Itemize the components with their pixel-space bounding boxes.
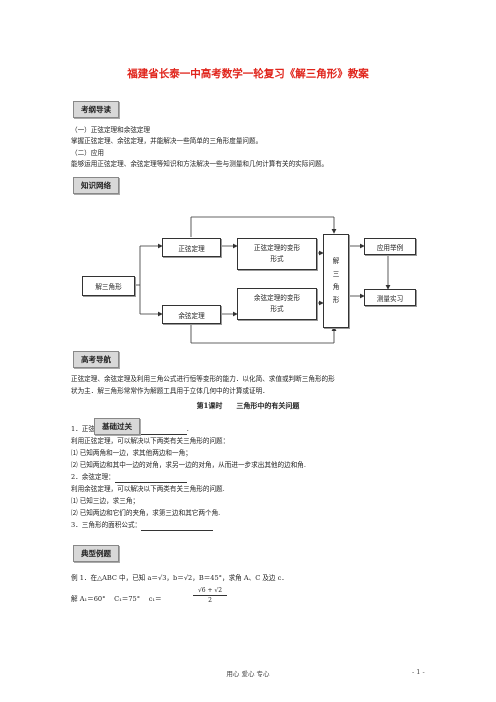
footer-center: 用心 爱心 专心 (226, 670, 270, 678)
example-b-value: √2 (183, 574, 193, 582)
section-header-dianxing: 典型例题 (73, 545, 119, 562)
answer-fraction: √6 + √2 2 (193, 586, 227, 605)
vertical-char-san: 三 (332, 270, 340, 278)
page-title: 福建省长泰一中高考数学一轮复习《解三角形》教案 (127, 68, 369, 80)
vertical-char-xing: 形 (332, 296, 340, 304)
section-header-jichu: 基础过关 (94, 418, 140, 435)
box-yuxian-bianxing: 余弦定理的变形 形式 (237, 288, 317, 320)
example-mid: ，b＝ (166, 574, 184, 582)
example-prefix: 例 1．在△ABC 中，已知 a＝ (71, 574, 159, 582)
kaogang-line-4: 能够运用正弦定理、余弦定理等知识和方法解决一些与测量和几何计算有关的实际问题。 (71, 160, 329, 168)
page-number: - 1 - (412, 668, 425, 676)
fraction-numerator: √6 + √2 (193, 586, 227, 596)
jichu-line-6: 利用余弦定理，可以解决以下两类有关三角形的问题. (71, 485, 225, 493)
example-a-value: √3 (158, 574, 167, 582)
jichu-line-1: 1．正弦定理：. (71, 424, 189, 435)
jichu-l9-text: 3．三角形的面积公式： (71, 521, 142, 529)
zhengxian-bianxing-line2: 形式 (270, 255, 284, 263)
fraction-denominator: 2 (208, 597, 212, 604)
jichu-line-3: ⑴ 已知两角和一边，求其他两边和一角； (71, 449, 192, 457)
kaogang-line-1: （一）正弦定理和余弦定理 (71, 126, 151, 134)
jichu-l1-end: . (186, 425, 189, 433)
kaogang-line-2: 掌握正弦定理、余弦定理，并能解决一些简单的三角形度量问题。 (71, 137, 263, 145)
section-header-kaogang: 考纲导读 (73, 101, 119, 118)
section-header-gaokao: 高考导航 (73, 351, 119, 368)
jichu-line-8: ⑵ 已知两边和它们的夹角，求第三边和其它两个角. (71, 509, 221, 517)
lesson-title: 第1课时 三角形中的有关问题 (196, 401, 300, 410)
box-yingyong: 应用举例 (364, 238, 416, 255)
box-yuxian: 余弦定理 (162, 305, 221, 324)
example-1: 例 1．在△ABC 中，已知 a＝√3，b＝√2，B＝45°，求角 A、C 及边… (71, 573, 288, 584)
gaokao-line-2: 状为主．解三角形常常作为解题工具用于立体几何中的计算或证明． (71, 387, 269, 395)
jichu-line-7: ⑴ 已知三边，求三角； (71, 497, 140, 505)
zhengxian-bianxing-line1: 正弦定理的变形 (253, 244, 301, 252)
gaokao-line-1: 正弦定理、余弦定理及利用三角公式进行恒等变形的能力．以化简、求值或判断三角形的形 (71, 375, 335, 383)
box-celiang: 测量实习 (364, 289, 416, 306)
jichu-l5-text: 2．余弦定理： (71, 473, 115, 481)
example-answer-prefix: 解 A₁＝60° C₁＝75° c₁＝ (71, 595, 162, 603)
example-suffix: ，B＝45°，求角 A、C 及边 c． (192, 574, 288, 582)
box-jiesanjiaoxing: 解三角形 (82, 276, 135, 296)
jichu-line-9: 3．三角形的面积公式： (71, 520, 214, 531)
blank-line-3 (141, 522, 214, 531)
blank-line-1 (114, 426, 187, 435)
kaogang-line-3: （二）应用 (71, 149, 104, 157)
blank-line-2 (114, 474, 187, 483)
box-jie-san-jiao-xing-vertical: 解 三 角 形 (323, 234, 349, 328)
jichu-line-2: 利用正弦定理，可以解决以下两类有关三角形的问题： (71, 437, 230, 445)
yuxian-bianxing-line2: 形式 (270, 305, 284, 313)
box-zhengxian-bianxing: 正弦定理的变形 形式 (237, 238, 317, 270)
section-header-zhishi: 知识网络 (73, 177, 119, 194)
vertical-char-jiao: 角 (332, 283, 340, 291)
jichu-line-4: ⑵ 已知两边和其中一边的对角，求另一边的对角，从而进一步求出其他的边和角. (71, 461, 306, 469)
vertical-char-jie: 解 (332, 257, 340, 265)
box-zhengxian: 正弦定理 (162, 238, 221, 257)
jichu-l1-text: 1．正弦定理： (71, 425, 115, 433)
yuxian-bianxing-line1: 余弦定理的变形 (253, 294, 301, 302)
jichu-line-5: 2．余弦定理： (71, 472, 187, 483)
